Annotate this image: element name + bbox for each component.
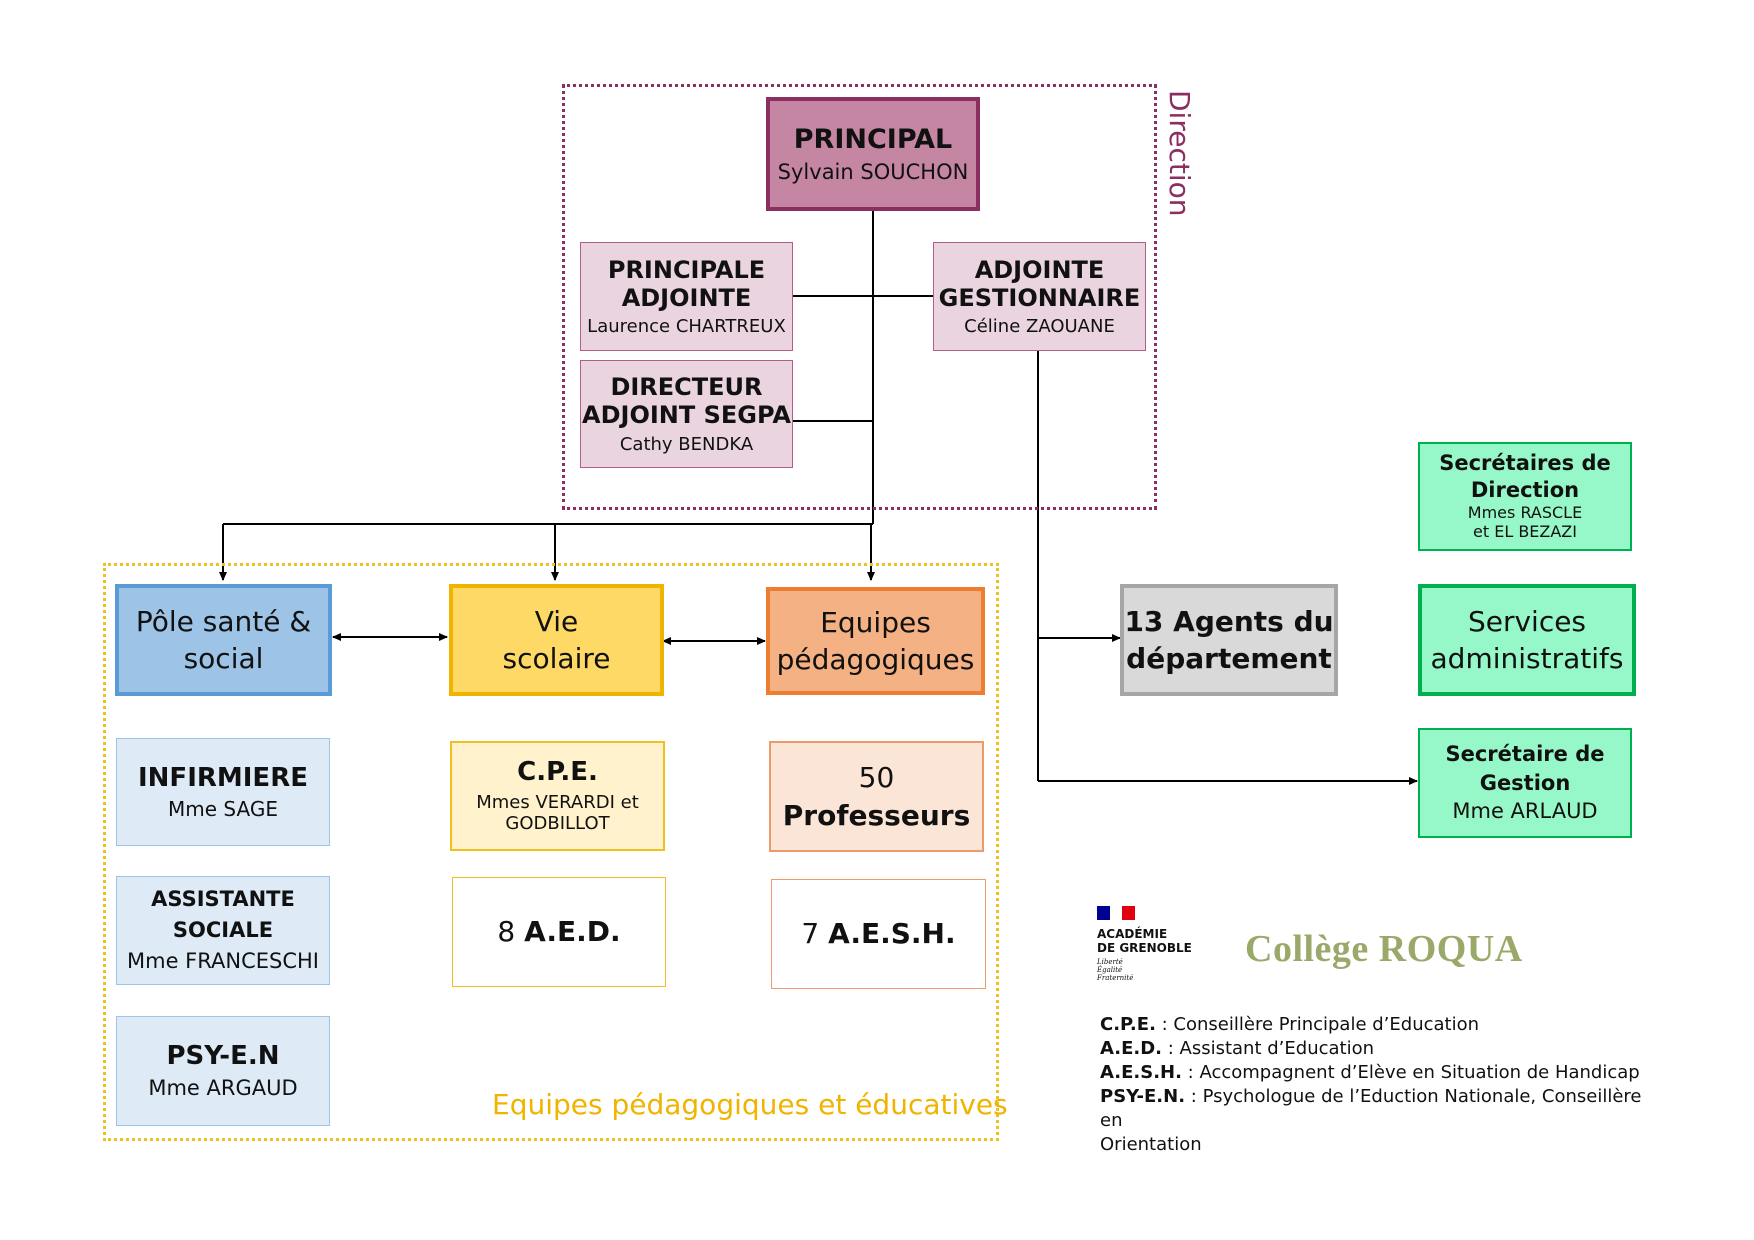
secretaires-direction-line2: Direction — [1470, 477, 1580, 502]
secretaire-gestion-line2: Gestion — [1479, 770, 1571, 795]
legend-item: A.E.D. : Assistant d’Education — [1100, 1037, 1660, 1061]
pole-sante-line1: Pôle santé & — [135, 604, 312, 638]
legend-text: : Assistant d’Education — [1162, 1038, 1375, 1059]
cpe-name2: GODBILLOT — [505, 813, 610, 835]
direction-label: Direction — [1163, 90, 1196, 217]
legend-item: C.P.E. : Conseillère Principale d’Educat… — [1100, 1013, 1660, 1037]
legend-abbr: PSY-E.N. — [1100, 1086, 1186, 1107]
academie-line1: ACADÉMIE — [1097, 927, 1168, 941]
principale-adjointe-box: PRINCIPALE ADJOINTE Laurence CHARTREUX — [580, 242, 793, 351]
secretaire-gestion-box: Secrétaire de Gestion Mme ARLAUD — [1418, 728, 1632, 838]
psy-en-name: Mme ARGAUD — [148, 1075, 298, 1100]
principale-adjointe-name: Laurence CHARTREUX — [587, 316, 786, 338]
pole-sante-line2: social — [183, 642, 264, 675]
services-admin-line1: Services — [1467, 604, 1587, 638]
equipes-pedagogiques-line2: pédagogiques — [776, 643, 975, 676]
vie-scolaire-line2: scolaire — [502, 642, 611, 675]
vie-scolaire-line1: Vie — [534, 604, 579, 638]
equipes-pedagogiques-box: Equipes pédagogiques — [766, 587, 985, 695]
infirmiere-title: INFIRMIERE — [138, 762, 308, 793]
assistante-sociale-name: Mme FRANCESCHI — [127, 948, 319, 973]
psy-en-box: PSY-E.N Mme ARGAUD — [116, 1016, 330, 1126]
aed-box: 8 A.E.D. — [452, 877, 666, 987]
services-admin-box: Services administratifs — [1418, 584, 1636, 696]
cpe-name1: Mmes VERARDI et — [476, 792, 639, 814]
equipes-group — [103, 563, 999, 1141]
secretaires-direction-name2: et EL BEZAZI — [1473, 522, 1577, 542]
professeurs-box: 50 Professeurs — [769, 741, 984, 852]
aesh-box: 7 A.E.S.H. — [771, 879, 986, 989]
legend-text: : Accompagnent d’Elève en Situation de H… — [1181, 1062, 1640, 1083]
directeur-segpa-title2: ADJOINT SEGPA — [582, 401, 791, 430]
aesh-label: A.E.S.H. — [828, 917, 956, 951]
professeurs-count: 50 — [858, 761, 895, 795]
agents-line2: département — [1126, 642, 1332, 675]
legend-text: : Conseillère Principale d’Education — [1155, 1014, 1480, 1035]
professeurs-label: Professeurs — [782, 798, 971, 832]
adjointe-gestionnaire-title1: ADJOINTE — [974, 255, 1105, 284]
infirmiere-box: INFIRMIERE Mme SAGE — [116, 738, 330, 846]
aesh-count: 7 — [801, 917, 820, 951]
academie-logo: ACADÉMIE DE GRENOBLE Liberté Égalité Fra… — [1097, 905, 1207, 982]
academie-line2: DE GRENOBLE — [1097, 941, 1192, 955]
aesh-content: 7 A.E.S.H. — [801, 917, 955, 950]
assistante-sociale-title1: ASSISTANTE — [151, 887, 295, 912]
adjointe-gestionnaire-box: ADJOINTE GESTIONNAIRE Céline ZAOUANE — [933, 242, 1146, 351]
legend-item: A.E.S.H. : Accompagnent d’Elève en Situa… — [1100, 1061, 1660, 1085]
secretaire-gestion-line1: Secrétaire de — [1445, 741, 1605, 766]
vie-scolaire-box: Vie scolaire — [449, 584, 664, 696]
academie-motto1: Liberté — [1097, 958, 1123, 966]
principale-adjointe-title1: PRINCIPALE — [607, 255, 766, 284]
agents-box: 13 Agents du département — [1120, 584, 1338, 696]
academie-motto2: Égalité — [1097, 966, 1123, 974]
infirmiere-name: Mme SAGE — [168, 796, 278, 821]
cpe-box: C.P.E. Mmes VERARDI et GODBILLOT — [450, 741, 665, 851]
secretaire-gestion-name: Mme ARLAUD — [1452, 799, 1598, 824]
secretaires-direction-box: Secrétaires de Direction Mmes RASCLE et … — [1418, 442, 1632, 551]
direction-group — [562, 84, 1157, 510]
aed-label: A.E.D. — [524, 915, 621, 949]
legend-text: : Psychologue de l’Eduction Nationale, C… — [1100, 1086, 1642, 1131]
principal-box: PRINCIPAL Sylvain SOUCHON — [766, 97, 980, 211]
cpe-title: C.P.E. — [517, 757, 598, 788]
assistante-sociale-title2: SOCIALE — [172, 918, 274, 943]
principal-title: PRINCIPAL — [793, 123, 953, 155]
directeur-segpa-name: Cathy BENDKA — [619, 433, 754, 455]
adjointe-gestionnaire-name: Céline ZAOUANE — [964, 316, 1115, 338]
aed-count: 8 — [497, 915, 516, 949]
legend-abbr: C.P.E. — [1100, 1014, 1156, 1035]
legend-abbr: A.E.D. — [1100, 1038, 1163, 1059]
equipes-label: Equipes pédagogiques et éducatives — [492, 1088, 1008, 1121]
assistante-sociale-box: ASSISTANTE SOCIALE Mme FRANCESCHI — [116, 876, 330, 985]
secretaires-direction-line1: Secrétaires de — [1439, 450, 1611, 475]
abbreviation-legend: C.P.E. : Conseillère Principale d’Educat… — [1100, 1013, 1660, 1157]
aed-content: 8 A.E.D. — [497, 915, 620, 948]
academie-motto3: Fraternité — [1097, 974, 1134, 982]
directeur-segpa-box: DIRECTEUR ADJOINT SEGPA Cathy BENDKA — [580, 360, 793, 468]
legend-item: PSY-E.N. : Psychologue de l’Eduction Nat… — [1100, 1085, 1660, 1133]
principale-adjointe-title2: ADJOINTE — [621, 283, 752, 312]
psy-en-title: PSY-E.N — [166, 1041, 280, 1072]
adjointe-gestionnaire-title2: GESTIONNAIRE — [938, 283, 1141, 312]
secretaires-direction-name1: Mmes RASCLE — [1467, 503, 1583, 523]
pole-sante-box: Pôle santé & social — [115, 584, 332, 696]
principal-name: Sylvain SOUCHON — [777, 159, 969, 184]
college-logo: Collège ROQUA — [1245, 928, 1523, 970]
legend-abbr: A.E.S.H. — [1100, 1062, 1182, 1083]
legend-last: Orientation — [1100, 1134, 1202, 1155]
french-flag-icon — [1097, 906, 1135, 920]
directeur-segpa-title1: DIRECTEUR — [610, 373, 763, 402]
agents-line1: 13 Agents du — [1124, 604, 1334, 638]
equipes-pedagogiques-line1: Equipes — [820, 605, 931, 639]
services-admin-line2: administratifs — [1430, 642, 1624, 675]
